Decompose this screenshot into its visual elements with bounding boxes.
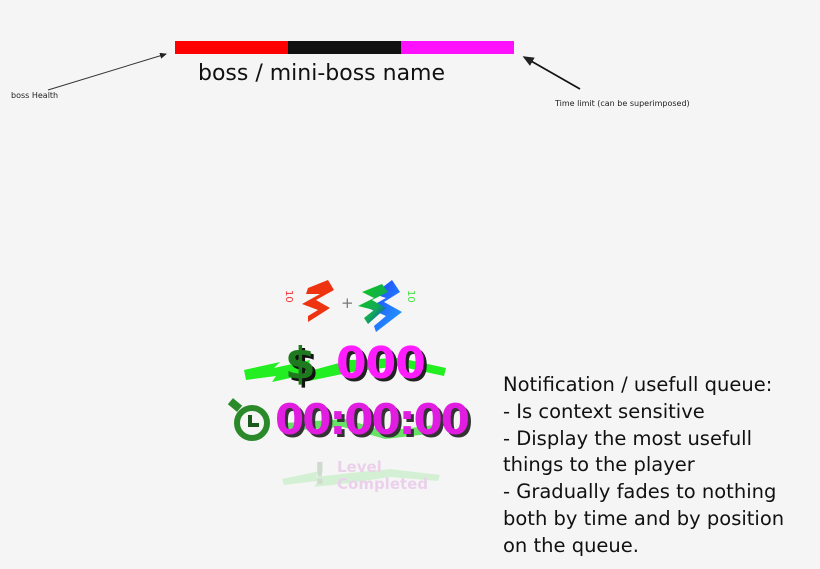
player1-ammo-value: 10 [283,290,294,303]
timer-value: 00:00:00 [275,395,470,444]
notification-text: Level Completed [337,459,428,493]
time-limit-segment [401,41,514,54]
money-value: 000 [336,338,426,389]
player2-ammo-counter: 10 [405,290,416,305]
notification-line-2: Completed [337,475,429,493]
player2-ammo-value: 10 [405,290,416,303]
green-bolt-icon [244,358,446,382]
stopwatch-icon [227,398,437,441]
boss-health-annotation: boss Health [11,91,59,100]
player-status-row: 10 + 10 [278,278,418,334]
time-limit-annotation: Time limit (can be superimposed) [555,99,690,108]
time-limit-arrow [522,56,581,90]
notes-line: Notification / usefull queue: [503,373,773,396]
notes-line: on the queue. [503,533,639,557]
notification-level-completed: ! Level Completed [280,455,450,505]
notes-line: things to the player [503,453,695,477]
notification-line-1: Level [337,458,382,476]
notes-line: both by time and by position [503,506,785,530]
money-display: $ 000 [240,338,460,398]
timer-display: 00:00:00 [225,395,475,450]
notification-queue-notes: Notification / usefull queue: - Is conte… [503,372,784,560]
boss-health-arrow [47,52,167,91]
notes-line: - Display the most usefull [503,426,753,450]
boss-health-segment [175,41,288,54]
boss-name-label: boss / mini-boss name [198,61,446,86]
notes-line: - Gradually fades to nothing [503,480,777,504]
notification-bolt-icon [282,469,440,487]
player-bolts-icon [302,280,402,332]
boss-health-bar [175,41,514,54]
exclamation-icon: ! [313,457,327,492]
boss-depleted-segment [288,41,401,54]
currency-symbol: $ [285,338,316,389]
player1-ammo-counter: 10 [283,290,294,305]
notes-line: - Is context sensitive [503,399,705,423]
plus-sign: + [341,294,354,312]
